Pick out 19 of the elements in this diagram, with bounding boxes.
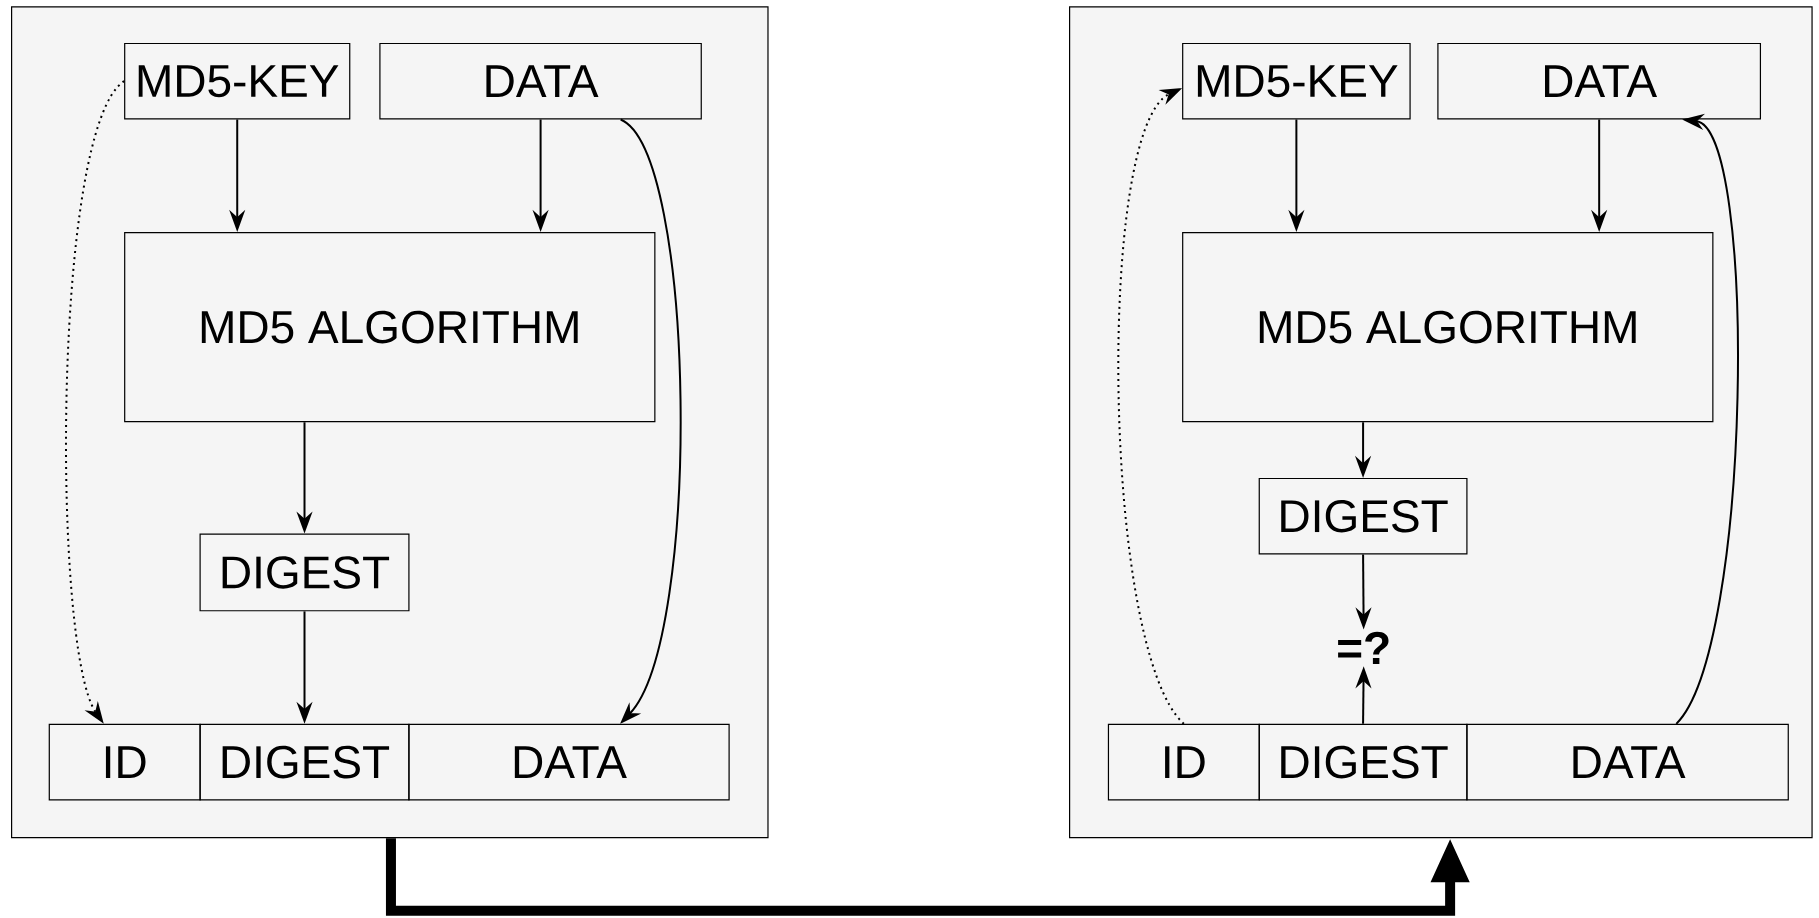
process-box: DATA — [379, 43, 702, 120]
arrow — [1117, 88, 1185, 726]
panel — [11, 6, 769, 839]
process-box: DATA — [408, 724, 730, 801]
process-box: DIGEST — [1258, 478, 1468, 555]
process-box: DIGEST — [199, 533, 410, 612]
process-box: MD5-KEY — [124, 43, 351, 120]
process-box: MD5 ALGORITHM — [124, 232, 656, 423]
panel — [1069, 6, 1813, 839]
process-box: ID — [1107, 724, 1260, 801]
process-box: DIGEST — [199, 724, 410, 801]
process-box: MD5-KEY — [1182, 43, 1411, 120]
process-box: DATA — [1466, 724, 1789, 801]
process-box: DATA — [1437, 43, 1761, 120]
arrow — [1675, 114, 1739, 726]
process-box: DIGEST — [1258, 724, 1468, 801]
text-label: =? — [1338, 632, 1389, 665]
process-box: MD5 ALGORITHM — [1182, 232, 1714, 423]
process-box: ID — [48, 724, 201, 801]
